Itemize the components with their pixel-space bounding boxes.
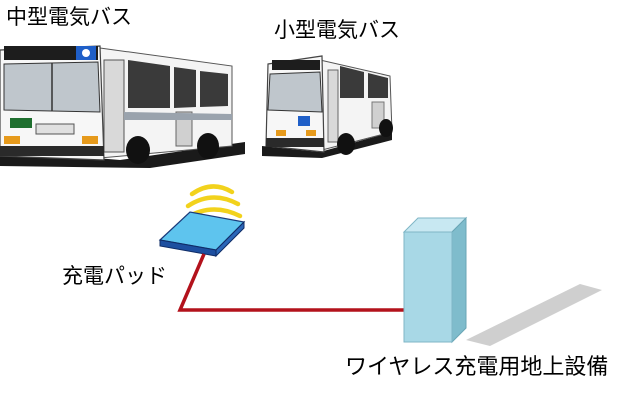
charging-pad-icon: [158, 211, 246, 258]
medium-bus-illustration: [0, 45, 245, 168]
small-bus-illustration: [262, 55, 393, 158]
ground-equipment-label: ワイヤレス充電用地上設備: [345, 355, 609, 380]
power-cable: [177, 253, 404, 312]
small-electric-bus-label: 小型電気バス: [274, 18, 400, 42]
charging-pad-label: 充電パッド: [62, 264, 167, 288]
ground-charging-unit: [402, 216, 602, 346]
medium-electric-bus-label: 中型電気バス: [6, 5, 132, 29]
